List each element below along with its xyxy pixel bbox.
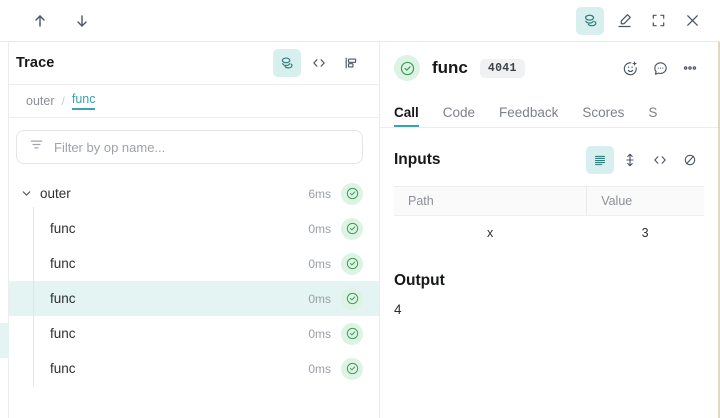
flamegraph-icon[interactable] (337, 49, 365, 77)
close-icon[interactable] (678, 7, 706, 35)
filter-area (0, 118, 379, 174)
trace-row-label: outer (40, 186, 71, 201)
trace-row-label: func (50, 361, 76, 376)
call-id-badge[interactable]: 4041 (479, 58, 525, 78)
status-success-icon (341, 357, 363, 380)
cell-value: 3 (641, 226, 649, 240)
code-icon[interactable] (305, 49, 333, 77)
call-header-actions (616, 54, 704, 82)
tab-call[interactable]: Call (394, 105, 419, 127)
status-success-icon (341, 217, 363, 240)
hide-eye-icon[interactable] (676, 146, 704, 174)
cell-path: x (486, 226, 494, 240)
trace-row[interactable]: func 0ms (0, 246, 379, 281)
column-header-value: Value (586, 187, 704, 215)
code-icon[interactable] (646, 146, 674, 174)
expand-vertical-icon[interactable] (616, 146, 644, 174)
layers-trace-icon[interactable] (576, 6, 604, 35)
more-options-icon[interactable] (676, 54, 704, 82)
trace-row-duration: 0ms (308, 291, 331, 306)
highlighter-pen-icon[interactable] (610, 7, 638, 35)
filter-icon (29, 137, 44, 157)
breadcrumb-root[interactable]: outer (26, 94, 55, 108)
window-toolbar (0, 0, 720, 42)
main-body: Trace (0, 42, 720, 418)
output-value: 4 (394, 302, 402, 317)
filter-input-wrapper[interactable] (16, 130, 363, 164)
toolbar-action-group (576, 6, 720, 35)
status-success-icon (341, 287, 363, 310)
tab-scores[interactable]: Scores (582, 105, 625, 120)
toolbar-nav-group (0, 7, 96, 35)
trace-panel: Trace (0, 42, 380, 418)
arrow-down-icon[interactable] (68, 7, 96, 35)
trace-row-label: func (50, 221, 76, 236)
trace-row-label: func (50, 256, 76, 271)
tab-code[interactable]: Code (442, 105, 476, 120)
arrow-up-icon[interactable] (26, 7, 54, 35)
fullscreen-expand-icon[interactable] (644, 7, 672, 35)
output-title: Output (394, 272, 445, 289)
trace-row-duration: 0ms (308, 326, 331, 341)
add-reaction-icon[interactable] (616, 54, 644, 82)
list-view-icon[interactable] (586, 146, 614, 174)
trace-row[interactable]: func 0ms (0, 211, 379, 246)
tree-connector-line (33, 207, 34, 386)
inputs-section: Inputs (380, 128, 720, 250)
trace-row-duration: 0ms (308, 221, 331, 236)
status-success-icon (341, 182, 363, 205)
breadcrumb-separator: / (61, 94, 65, 108)
trace-title: Trace (16, 55, 55, 71)
trace-view-switcher (273, 49, 365, 77)
trace-row[interactable]: outer 6ms (0, 176, 379, 211)
trace-panel-header: Trace (0, 42, 379, 85)
inputs-title: Inputs (394, 151, 441, 168)
inputs-view-switcher (586, 146, 704, 174)
trace-row-duration: 0ms (308, 256, 331, 271)
detail-tabs[interactable]: Call Code Feedback Scores S (380, 94, 720, 128)
trace-row[interactable]: func 0ms (0, 316, 379, 351)
column-header-path: Path (408, 194, 434, 208)
status-success-icon (341, 322, 363, 345)
tab-s[interactable]: S (648, 105, 658, 120)
trace-row-label: func (50, 326, 76, 341)
panel-right-edge (718, 42, 720, 418)
inputs-table-header: Path Value (394, 186, 704, 216)
comment-icon[interactable] (646, 54, 674, 82)
status-success-icon (341, 252, 363, 275)
output-section: Output 4 (380, 250, 720, 317)
filter-input[interactable] (54, 139, 350, 155)
chevron-down-icon[interactable] (18, 187, 34, 200)
status-success-icon (394, 55, 420, 81)
call-detail-panel: func 4041 (380, 42, 720, 418)
trace-row[interactable]: func 0ms (0, 351, 379, 386)
call-name: func (432, 58, 468, 77)
layers-trace-icon[interactable] (273, 49, 301, 77)
call-header: func 4041 (380, 42, 720, 94)
breadcrumb-current[interactable]: func (71, 92, 96, 110)
tab-feedback[interactable]: Feedback (499, 105, 559, 120)
trace-row-duration: 0ms (308, 361, 331, 376)
trace-row-label: func (50, 291, 76, 306)
trace-row-duration: 6ms (308, 186, 331, 201)
trace-row[interactable]: func 0ms (0, 281, 379, 316)
inputs-header: Inputs (394, 146, 704, 174)
breadcrumb: outer / func (0, 85, 379, 118)
